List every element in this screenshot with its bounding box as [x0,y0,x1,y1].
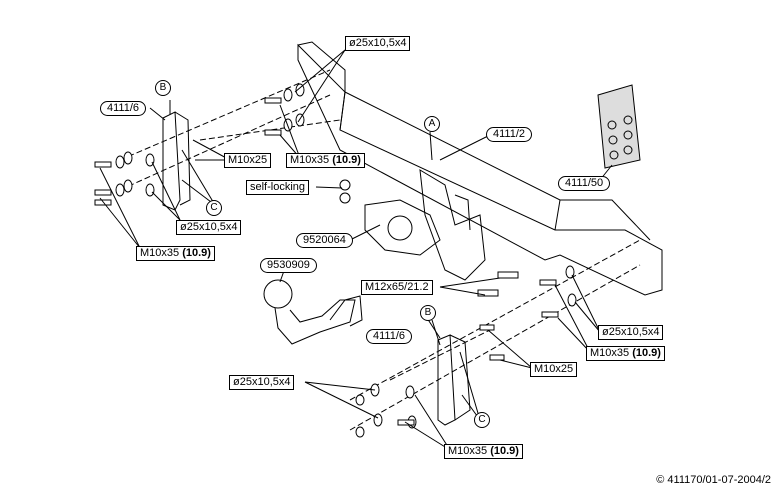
marker-c-bottom-text: C [478,414,486,425]
mount-plate [419,169,486,281]
tow-ball [263,279,293,309]
label-bolt-m10x35-top: M10x35 (10.9) [286,153,365,168]
bolt-bottom-m10x35-text: M10x35 [448,445,488,457]
label-self-locking: self-locking [246,180,310,195]
marker-c-left-text: C [210,202,218,213]
bolt-right-m10x35-grade: (10.9) [632,347,661,359]
marker-b-left-text: B [159,82,167,93]
marker-b-bottom: B [420,305,436,321]
bracket-bottom-text: 4111/6 [373,330,406,342]
electric-socket [597,84,641,169]
label-bolt-m10x25-top: M10x25 [224,153,272,168]
bolt-left-m10x35-grade: (10.9) [182,247,211,259]
washer-left-mid-text: ø25x10,5x4 [180,221,238,233]
crossbar-flange [297,41,346,92]
label-crossbar: 4111/2 [486,127,533,142]
label-bolt-right-m10x35: M10x35 (10.9) [586,346,665,361]
bottom-bracket [437,334,456,426]
bolt-m12-text: M12x65/21.2 [365,281,429,293]
bolt-m10x35-top-grade: (10.9) [332,154,361,166]
label-part-9520064: 9520064 [296,233,353,248]
part-9520064-text: 9520064 [303,234,346,246]
marker-a: A [424,116,440,132]
bolt-bottom-m10x25-text: M10x25 [534,363,574,375]
self-locking-text: self-locking [250,181,306,193]
bolt-bottom-m10x35-grade: (10.9) [490,445,519,457]
label-bracket-bottom: 4111/6 [366,329,413,344]
washer-bottom-left-text: ø25x10,5x4 [233,376,291,388]
label-washer-bottom-left: ø25x10,5x4 [229,375,295,390]
label-electric: 4111/50 [558,176,611,191]
marker-b-left: B [155,80,171,96]
ball-socket [364,199,441,256]
part-9530909-text: 9530909 [267,259,310,271]
washer-top-right-text: ø25x10,5x4 [349,37,407,49]
bolt-m10x25-top-text: M10x25 [228,154,268,166]
label-bolt-m12: M12x65/21.2 [361,280,433,295]
washer-right-text: ø25x10,5x4 [602,326,660,338]
marker-a-text: A [428,118,436,129]
left-bracket [162,111,181,211]
bracket-left-text: 4111/6 [107,102,140,114]
label-bolt-bottom-m10x35: M10x35 (10.9) [444,444,523,459]
crossbar-text: 4111/2 [493,128,526,140]
label-washer-top-right: ø25x10,5x4 [345,36,411,51]
label-bracket-left: 4111/6 [100,101,147,116]
label-bolt-bottom-m10x25: M10x25 [530,362,578,377]
electric-text: 4111/50 [565,177,604,189]
label-washer-right: ø25x10,5x4 [598,325,664,340]
label-bolt-left-m10x35: M10x35 (10.9) [136,246,215,261]
marker-c-left: C [206,200,222,216]
copyright-notice: © 411170/01-07-2004/2 [656,474,771,486]
bolt-left-m10x35-text: M10x35 [140,247,180,259]
label-washer-left-mid: ø25x10,5x4 [176,220,242,235]
bolt-m10x35-top-text: M10x35 [290,154,330,166]
label-part-9530909: 9530909 [260,258,317,273]
crossbar-edge [344,91,651,241]
tow-neck [274,299,356,345]
bolt-right-m10x35-text: M10x35 [590,347,630,359]
marker-b-bottom-text: B [424,307,432,318]
marker-c-bottom: C [474,412,490,428]
